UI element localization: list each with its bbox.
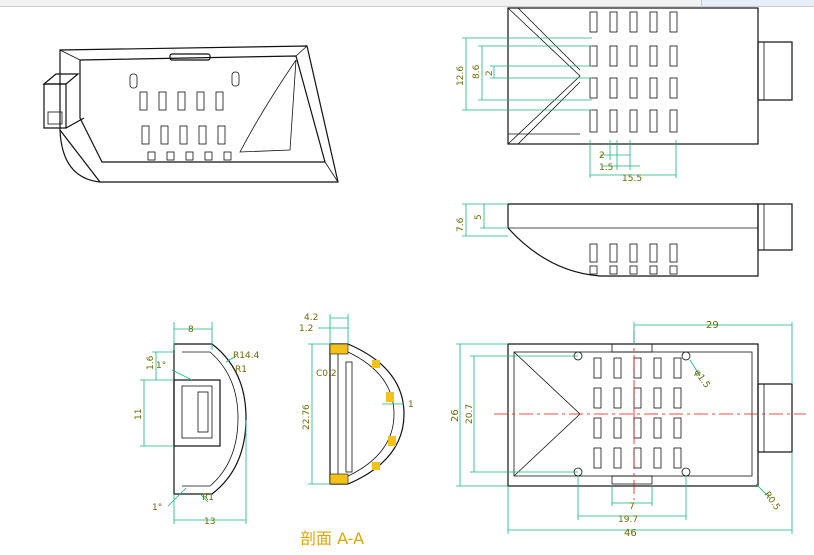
- dim-19-7: 19.7: [618, 515, 638, 525]
- dim-1: 1: [408, 400, 414, 410]
- dim-13: 13: [204, 517, 215, 527]
- dim-11: 11: [134, 409, 144, 420]
- dim-4-2: 4.2: [304, 313, 318, 323]
- dim-8-6: 8.6: [472, 64, 482, 79]
- toolbar-accent: [701, 0, 814, 6]
- iso-slots: [139, 91, 232, 161]
- dim-r14-4: R14.4: [233, 351, 260, 361]
- dim-2-top: 2: [485, 70, 495, 76]
- top-view-slots: [589, 11, 678, 133]
- top-view: 12.6 8.6 2 2 1.5 15.5: [456, 7, 793, 184]
- dim-26: 26: [450, 409, 461, 422]
- dim-1-2: 1.2: [299, 324, 313, 334]
- section-label: 剖面 A-A: [300, 529, 364, 548]
- dim-29: 29: [706, 320, 719, 331]
- dim-r1-bot: R1: [202, 493, 214, 503]
- side-view: 8 R14.4 R1 1.6 11 1° 1° R1 13: [134, 322, 260, 527]
- dim-22-76: 22.76: [302, 404, 312, 430]
- front-view-slots: [589, 243, 678, 275]
- dim-1deg-top: 1°: [156, 361, 166, 371]
- dim-20-7: 20.7: [465, 404, 475, 424]
- dim-7-6: 7.6: [456, 217, 466, 232]
- top-toolbar-strip: [0, 0, 814, 7]
- dim-phi-1-5: φ1.5: [692, 368, 712, 390]
- front-view: 7.6 5: [456, 203, 793, 277]
- isometric-view: [42, 45, 339, 183]
- dim-12-6: 12.6: [456, 66, 466, 86]
- dim-r0-5: R0.5: [762, 490, 782, 513]
- dim-8: 8: [188, 325, 194, 335]
- dim-2-bot: 2: [599, 151, 605, 161]
- dim-46: 46: [624, 528, 637, 539]
- dim-r1-top: R1: [235, 365, 247, 375]
- dim-1-5: 1.5: [599, 163, 613, 173]
- section-hatch-icon: [329, 343, 396, 485]
- dim-1-6: 1.6: [146, 355, 156, 370]
- dim-c0-2: C0.2: [316, 369, 337, 379]
- bottom-view: 29 26 20.7 φ1.5 7 19.7 46 R0.5: [450, 320, 806, 539]
- dim-15-5: 15.5: [622, 174, 642, 184]
- dim-5: 5: [474, 214, 484, 220]
- section-view: 4.2 1.2 22.76 C0.2 1 剖面 A-A: [299, 313, 414, 548]
- bottom-view-slots: [593, 357, 682, 469]
- dim-1deg-bot: 1°: [152, 503, 162, 513]
- dim-7: 7: [629, 502, 635, 512]
